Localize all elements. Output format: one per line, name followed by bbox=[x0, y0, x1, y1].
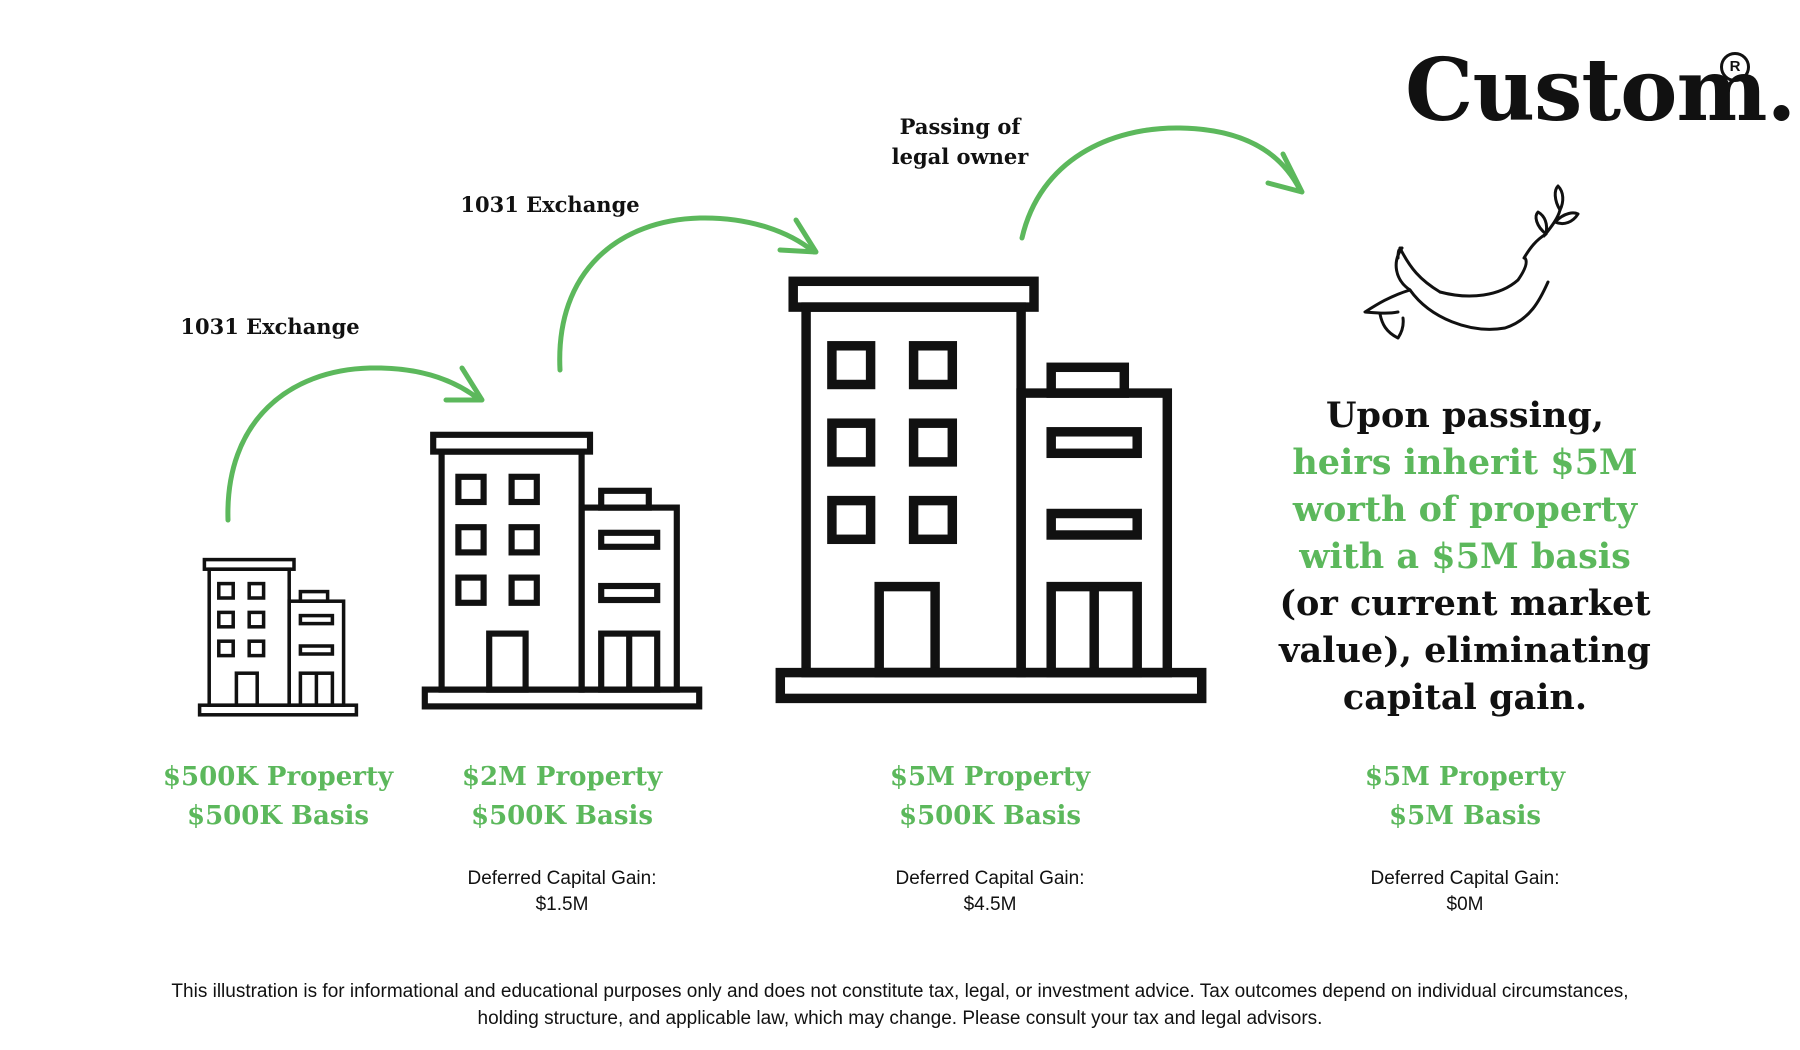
building-icon bbox=[425, 435, 699, 707]
arrow-label-2: 1031 Exchange bbox=[460, 192, 640, 217]
building-icon bbox=[197, 557, 359, 717]
curved-arrow-icon bbox=[557, 215, 819, 373]
stage-2-caption: $2M Property $500K Basis bbox=[392, 758, 732, 836]
property-value: $5M Property bbox=[1364, 762, 1566, 792]
property-value: $5M Property bbox=[889, 762, 1091, 792]
property-value: $2M Property bbox=[461, 762, 663, 792]
stage-4-caption: $5M Property $5M Basis bbox=[1295, 758, 1635, 836]
basis-value: $500K Basis bbox=[899, 801, 1081, 831]
basis-value: $5M Basis bbox=[1389, 801, 1541, 831]
building-icon bbox=[780, 281, 1201, 698]
inheritance-headline: Upon passing, heirs inherit $5M worth of… bbox=[1279, 395, 1651, 718]
curved-arrow-icon bbox=[225, 365, 485, 523]
basis-value: $500K Basis bbox=[471, 801, 653, 831]
basis-value: $500K Basis bbox=[187, 801, 369, 831]
stage-3-caption: $5M Property $500K Basis bbox=[820, 758, 1160, 836]
stage-2-gain: Deferred Capital Gain: $1.5M bbox=[467, 868, 657, 915]
curved-arrow-icon bbox=[1019, 125, 1305, 241]
stage-1-caption: $500K Property $500K Basis bbox=[108, 758, 448, 836]
dove-icon bbox=[1363, 184, 1580, 340]
registered-mark-icon: R bbox=[1720, 52, 1750, 82]
stage-4-gain: Deferred Capital Gain: $0M bbox=[1370, 868, 1560, 915]
arrow-label-3: Passing of legal owner bbox=[891, 114, 1029, 170]
arrow-label-1: 1031 Exchange bbox=[180, 314, 360, 339]
disclaimer: This illustration is for informational a… bbox=[171, 981, 1629, 1029]
property-value: $500K Property bbox=[162, 762, 394, 792]
stage-3-gain: Deferred Capital Gain: $4.5M bbox=[895, 868, 1085, 915]
